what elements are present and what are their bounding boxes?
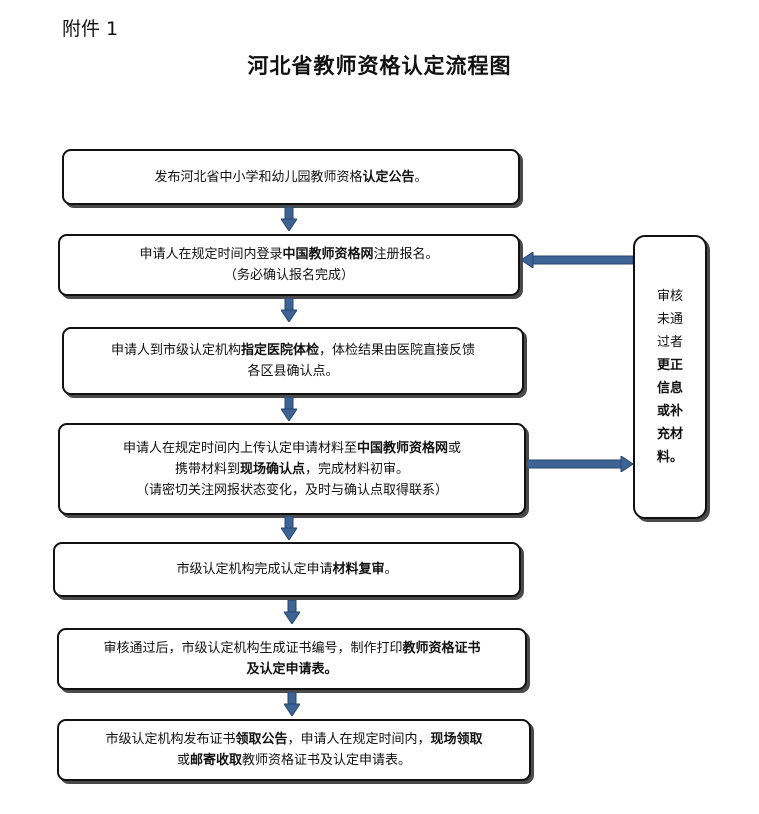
- revision-note-box: 审核未通过者更正信息或补充材料。: [633, 235, 707, 519]
- step-1-text: 发布河北省中小学和幼儿园教师资格: [154, 169, 363, 185]
- step-3-text: 指定医院体检: [240, 343, 319, 358]
- revision-note-text: 更正: [656, 358, 683, 373]
- revision-note-line-4: 更正: [655, 354, 685, 377]
- revision-note-text: 审核未通过者更正信息或补充材料。: [655, 285, 685, 469]
- revision-note-line-7: 充材: [655, 423, 685, 446]
- step-7-line-2: 或邮寄收取教师资格证书及认定申请表。: [177, 750, 411, 771]
- step-1-box: 发布河北省中小学和幼儿园教师资格认定公告。: [62, 149, 520, 205]
- return-arrow-head: [521, 252, 534, 268]
- step-5-box: 市级认定机构完成认定申请材料复审。: [53, 542, 521, 597]
- step-7-text: 或: [176, 753, 190, 768]
- step-3-line-1: 申请人到市级认定机构指定医院体检，体检结果由医院直接反馈: [111, 340, 475, 361]
- step-4-text: 携带材料到: [174, 461, 240, 477]
- step-4-box: 申请人在规定时间内上传认定申请材料至中国教师资格网或携带材料到现场确认点，完成材…: [58, 423, 526, 515]
- step-1-line-1: 发布河北省中小学和幼儿园教师资格认定公告。: [154, 167, 427, 188]
- fail-arrow-shaft: [527, 459, 622, 469]
- revision-note-line-5: 信息: [655, 377, 685, 400]
- page-title: 河北省教师资格认定流程图: [247, 53, 512, 78]
- revision-note-line-1: 审核: [655, 285, 685, 308]
- revision-note-text: 料。: [656, 450, 683, 465]
- revision-note-line-6: 或补: [655, 400, 685, 423]
- step-4-text: 或: [448, 440, 462, 456]
- return-arrow: [521, 252, 633, 268]
- step-6-text: 审核通过后，市级认定机构生成证书编号，制作打印: [103, 641, 403, 656]
- fail-arrow: [527, 456, 633, 472]
- step-3-text: 各区县确认点。: [247, 364, 339, 379]
- step-4-text: ，完成材料初审。: [305, 461, 410, 477]
- revision-note-text: 信息: [656, 381, 683, 396]
- down-arrow-3: [281, 397, 297, 421]
- step-7-text: 市级认定机构发布证书: [105, 732, 236, 747]
- step-5-text: 。: [384, 562, 398, 577]
- attachment-label: 附件 1: [62, 18, 119, 40]
- step-6-line-1: 审核通过后，市级认定机构生成证书编号，制作打印教师资格证书: [103, 638, 480, 659]
- step-7-text: 现场领取: [430, 732, 483, 747]
- step-4-text: （请密切关注网报状态变化，及时与确认点取得联系）: [135, 482, 448, 498]
- step-7-text: 邮寄收取: [189, 753, 242, 768]
- revision-note-line-2: 未通: [655, 308, 685, 331]
- down-arrow-2: [281, 298, 297, 322]
- step-2-line-1: 申请人在规定时间内登录中国教师资格网注册报名。: [139, 244, 438, 265]
- down-arrow-5: [284, 600, 300, 624]
- revision-note-text: 过者: [656, 335, 683, 350]
- step-2-text: 中国教师资格网: [282, 247, 374, 262]
- step-3-text: ，体检结果由医院直接反馈: [319, 343, 476, 358]
- step-4-line-3: （请密切关注网报状态变化，及时与确认点取得联系）: [136, 480, 448, 501]
- down-arrow-4: [281, 516, 297, 540]
- step-1-text: 认定公告: [362, 169, 415, 185]
- revision-note-text: 充材: [656, 427, 683, 442]
- step-4-text: 现场确认点: [239, 461, 305, 477]
- step-5-text: 材料复审: [332, 562, 385, 577]
- step-2-text: （务必确认报名完成）: [223, 268, 354, 283]
- step-6-text: 及认定申请表。: [246, 662, 338, 677]
- step-6-line-2: 及认定申请表。: [246, 659, 337, 680]
- step-2-line-2: （务必确认报名完成）: [224, 265, 354, 286]
- step-4-line-2: 携带材料到现场确认点，完成材料初审。: [175, 459, 409, 480]
- revision-note-line-8: 料。: [655, 446, 685, 469]
- revision-note-line-3: 过者: [655, 331, 685, 354]
- revision-note-text: 审核: [656, 289, 683, 304]
- step-7-text: 领取公告: [235, 732, 288, 747]
- step-7-text: 教师资格证书及认定申请表。: [242, 753, 412, 768]
- return-arrow-shaft: [532, 255, 633, 265]
- step-2-box: 申请人在规定时间内登录中国教师资格网注册报名。 （务必确认报名完成）: [58, 234, 520, 296]
- step-4-line-1: 申请人在规定时间内上传认定申请材料至中国教师资格网或: [123, 438, 461, 459]
- fail-arrow-head: [620, 456, 633, 472]
- step-6-text: 教师资格证书: [402, 641, 481, 656]
- step-7-line-1: 市级认定机构发布证书领取公告，申请人在规定时间内，现场领取: [105, 729, 482, 750]
- step-6-box: 审核通过后，市级认定机构生成证书编号，制作打印教师资格证书及认定申请表。: [57, 628, 527, 690]
- down-arrow-1: [281, 207, 297, 231]
- step-5-line-1: 市级认定机构完成认定申请材料复审。: [176, 559, 397, 580]
- step-7-box: 市级认定机构发布证书领取公告，申请人在规定时间内，现场领取或邮寄收取教师资格证书…: [57, 719, 531, 781]
- step-1-text: 。: [414, 169, 428, 185]
- revision-note-text: 或补: [656, 404, 683, 419]
- step-3-text: 申请人到市级认定机构: [110, 343, 241, 358]
- step-2-text: 申请人在规定时间内登录: [139, 247, 283, 262]
- revision-note-text: 未通: [656, 312, 683, 327]
- step-3-box: 申请人到市级认定机构指定医院体检，体检结果由医院直接反馈各区县确认点。: [62, 327, 524, 395]
- step-2-text: 注册报名。: [373, 247, 439, 262]
- step-3-line-2: 各区县确认点。: [247, 361, 338, 382]
- step-5-text: 市级认定机构完成认定申请: [176, 562, 333, 577]
- step-4-text: 申请人在规定时间内上传认定申请材料至: [122, 440, 357, 456]
- down-arrow-6: [284, 692, 300, 716]
- step-4-text: 中国教师资格网: [356, 440, 448, 456]
- step-7-text: ，申请人在规定时间内，: [287, 732, 431, 747]
